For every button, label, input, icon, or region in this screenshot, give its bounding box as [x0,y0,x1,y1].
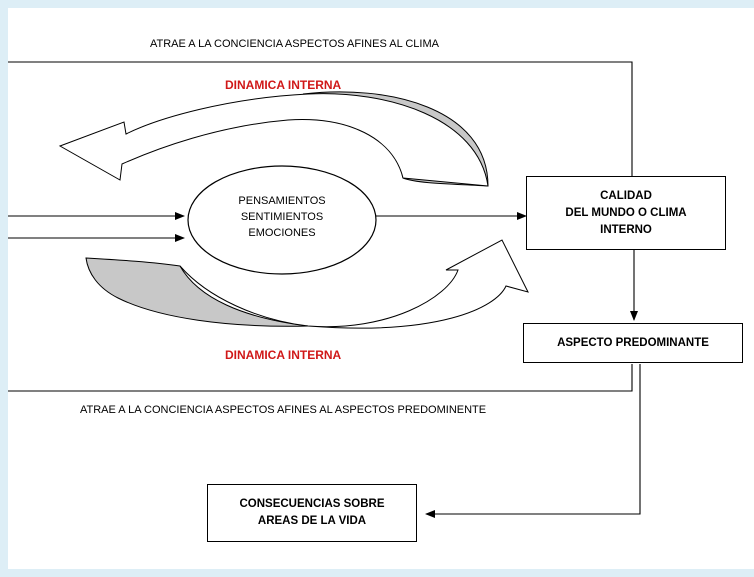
calidad-box: CALIDAD DEL MUNDO O CLIMA INTERNO [526,176,726,250]
diagram-lines [8,61,641,518]
calidad-line-3: INTERNO [600,223,652,236]
center-ellipse [187,165,377,275]
top-feedback-line [8,61,633,220]
dinamica-interna-bottom-label: DINAMICA INTERNA [225,348,342,362]
bottom-feedback-line [8,234,633,392]
top-caption: ATRAE A LA CONCIENCIA ASPECTOS AFINES AL… [150,38,439,50]
top-cycle-arrow-white-head [58,93,489,187]
diagram-canvas: ATRAE A LA CONCIENCIA ASPECTOS AFINES AL… [8,8,754,569]
aspecto-to-consecuencias-arrow [425,364,641,518]
consecuencias-box: CONSECUENCIAS SOBRE AREAS DE LA VIDA [207,484,417,542]
dinamica-interna-top-label: DINAMICA INTERNA [225,78,342,92]
center-line-1: PENSAMIENTOS [238,195,326,207]
consecuencias-line-2: AREAS DE LA VIDA [257,515,367,527]
center-line-3: EMOCIONES [248,227,316,239]
center-line-2: SENTIMIENTOS [240,211,324,223]
calidad-line-1: CALIDAD [600,189,652,202]
center-ellipse-text: PENSAMIENTOS SENTIMIENTOS EMOCIONES [208,193,356,241]
consecuencias-line-1: CONSECUENCIAS SOBRE [239,498,385,510]
bottom-cycle-arrow-white-head [179,239,529,329]
aspecto-predominante-box: ASPECTO PREDOMINANTE [523,323,743,363]
calidad-line-2: DEL MUNDO O CLIMA [565,206,687,219]
bottom-caption: ATRAE A LA CONCIENCIA ASPECTOS AFINES AL… [80,404,487,416]
